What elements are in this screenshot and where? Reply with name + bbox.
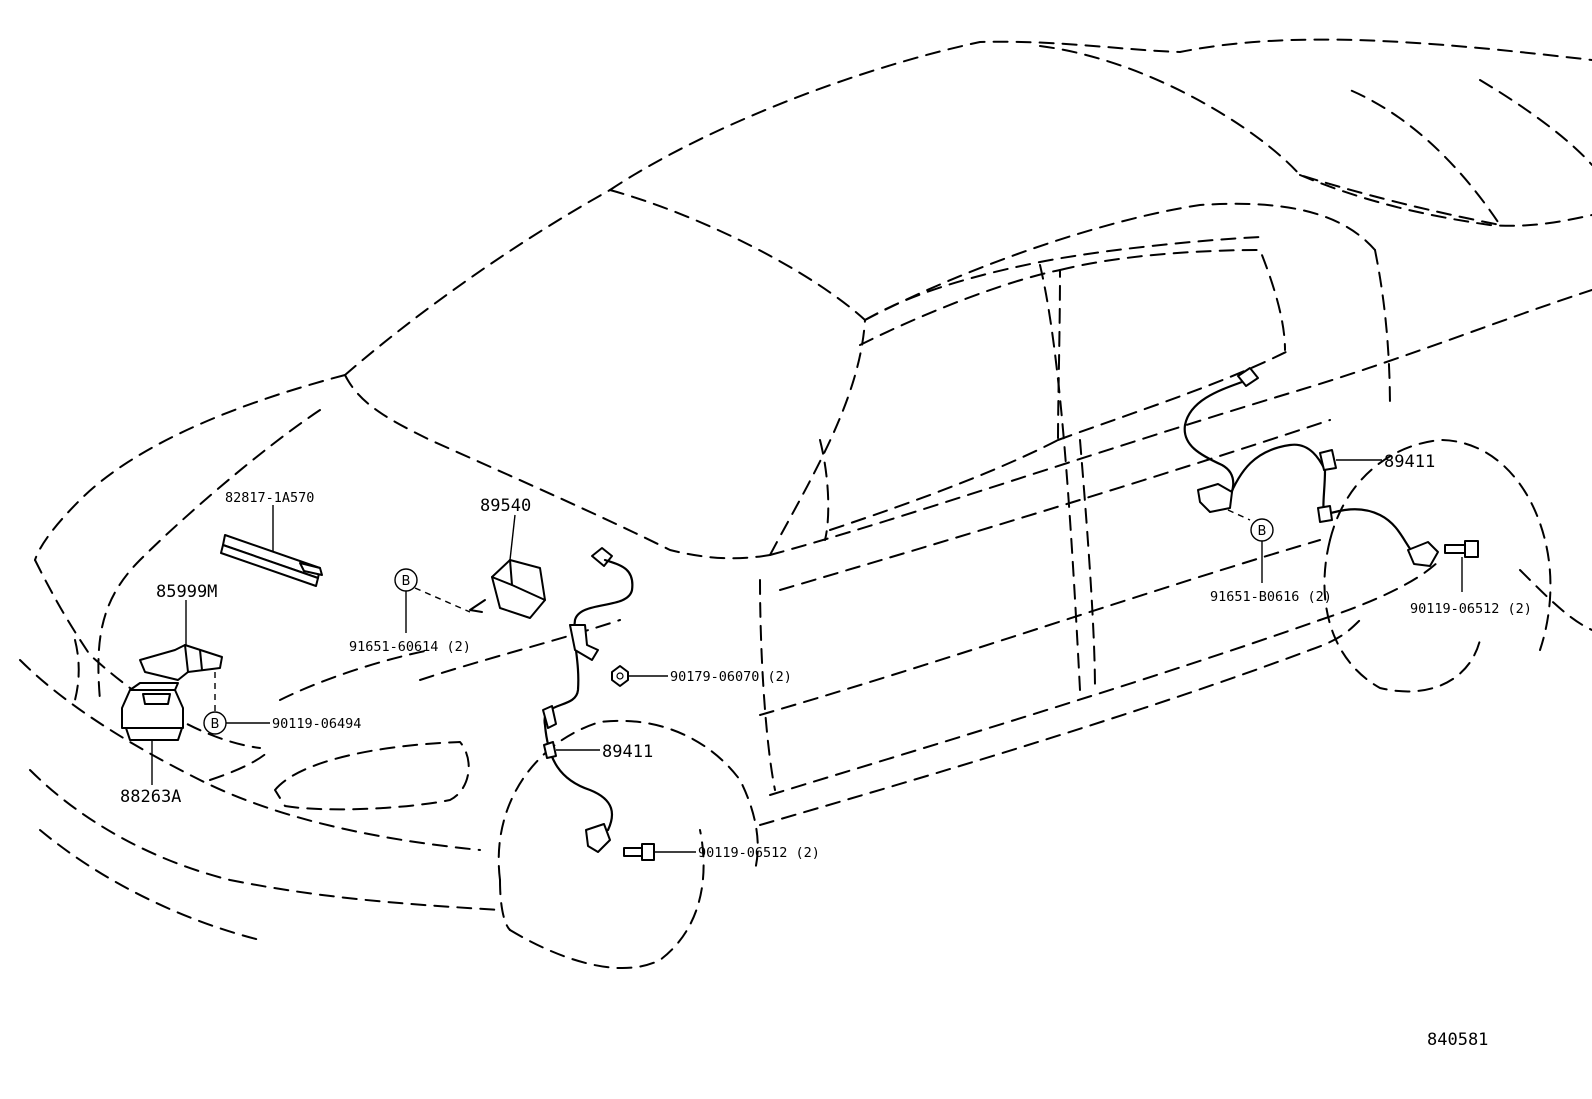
label-89540: 89540: [480, 496, 531, 516]
label-89411-front: 89411: [602, 742, 653, 762]
label-91651-b0616: 91651-B0616 (2): [1210, 589, 1332, 605]
part-90119-06512-rear: [1444, 540, 1479, 592]
part-85999m: [139, 600, 223, 712]
label-90119-06512-front: 90119-06512 (2): [698, 845, 820, 861]
svg-text:B: B: [402, 574, 411, 589]
part-89411-rear: [1183, 367, 1439, 567]
ref-b-front-lower: B: [203, 711, 270, 735]
svg-text:B: B: [1258, 524, 1267, 539]
diagram-id: 840581: [1427, 1030, 1488, 1050]
ref-b-circles: B B B: [203, 518, 1274, 735]
part-89411-front: [542, 547, 634, 853]
label-90119-06494: 90119-06494: [272, 716, 361, 732]
part-90179-06070: [611, 665, 668, 687]
ref-b-rear: B: [1250, 518, 1274, 583]
ref-b-front-upper: B: [394, 568, 418, 633]
label-91651-60614: 91651-60614 (2): [349, 639, 471, 655]
label-82817-1a570: 82817-1A570: [225, 490, 314, 506]
label-88263a: 88263A: [120, 787, 181, 807]
part-90119-06512-front: [623, 843, 696, 861]
label-89411-rear: 89411: [1384, 452, 1435, 472]
car-body-outline: [19, 38, 1592, 969]
svg-text:B: B: [211, 717, 220, 732]
part-88263a: [121, 682, 184, 785]
part-89540: [414, 514, 546, 619]
label-90119-06512-rear: 90119-06512 (2): [1410, 601, 1532, 617]
part-82817-1a570: [220, 505, 323, 587]
part-labels: 82817-1A570 85999M 88263A 89540 91651-60…: [120, 452, 1532, 1050]
label-85999m: 85999M: [156, 582, 217, 602]
label-90179-06070: 90179-06070 (2): [670, 669, 792, 685]
